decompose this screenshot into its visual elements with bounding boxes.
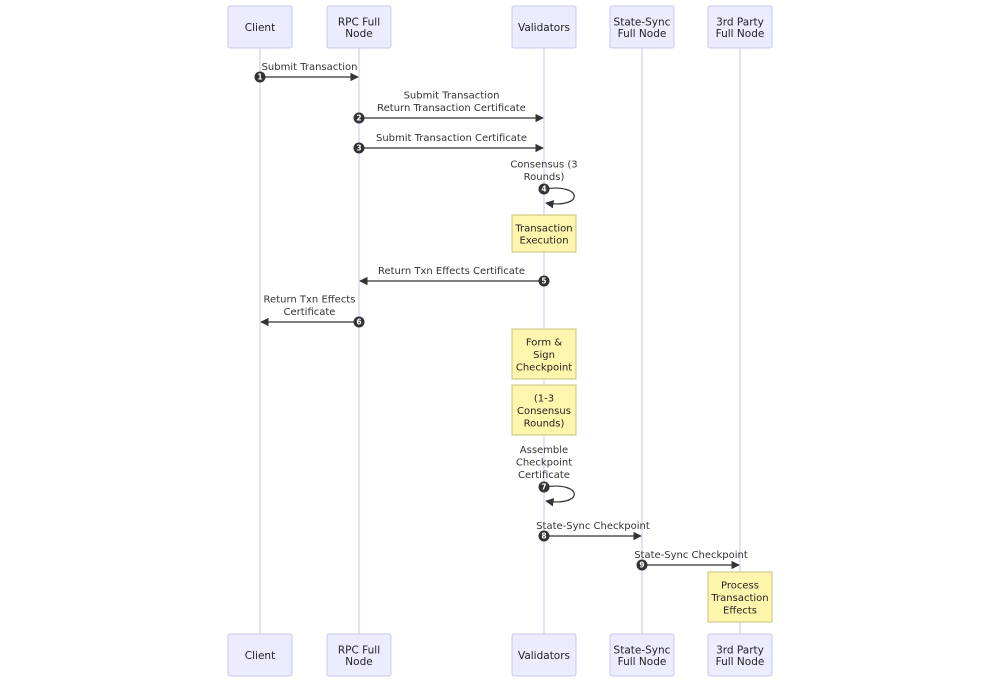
actor-box [511,633,577,677]
note-label: Sign [533,350,555,361]
message-label: Consensus (3 [510,160,577,171]
actor-label: 3rd Party [716,16,764,28]
actor-box [227,633,293,677]
actor-label: 3rd Party [716,644,764,656]
actor-validators-bottom: Validators [511,633,577,677]
note-label: Checkpoint [516,362,572,373]
actor-label: Full Node [618,28,667,40]
actor-label: State-Sync [614,644,671,656]
actor-box [609,633,675,677]
actor-client-top: Client [227,5,293,49]
sequence-number-badge [636,559,648,571]
sequence-number-badge [538,530,550,542]
actor-box [227,5,293,49]
sequence-number-badge [254,71,266,83]
message-label: Assemble [520,445,568,456]
actor-label: Full Node [716,656,765,668]
note-box [511,214,577,253]
actor-label: Client [245,22,275,34]
sequence-number: 5 [541,277,546,286]
note-label: (1-3 [534,394,554,405]
actor-label: RPC Full [338,644,380,656]
actor-box [511,5,577,49]
note-label: Effects [723,605,757,616]
actor-box [326,5,392,49]
note-label: Transaction [514,223,572,234]
note-label: Execution [519,236,568,247]
sequence-number: 4 [541,185,546,194]
sequence-number: 8 [541,532,546,541]
sequence-number: 1 [257,73,262,82]
note-box [707,571,773,623]
actor-box [326,633,392,677]
actor-label: Full Node [618,656,667,668]
message-label: Return Txn Effects Certificate [378,266,525,277]
actor-label: Client [245,650,275,662]
note-box [511,384,577,436]
actor-box [707,633,773,677]
message-label: Submit Transaction [262,62,358,73]
message-label: State-Sync Checkpoint [634,550,748,561]
sequence-number: 9 [639,561,644,570]
actor-validators-top: Validators [511,5,577,49]
message-label: Certificate [284,307,336,318]
sequence-number: 6 [356,318,361,327]
self-message-arrow [543,187,575,209]
sequence-number-badge [353,112,365,124]
note-box [511,328,577,380]
sequence-number: 7 [541,483,546,492]
actor-label: State-Sync [614,16,671,28]
actor-label: Validators [518,22,570,34]
message-label: Return Transaction Certificate [377,103,526,114]
actor-box [609,5,675,49]
actor-box [707,5,773,49]
sequence-number-badge [353,316,365,328]
note-label: Form & [526,338,562,349]
sequence-number-badge [538,275,550,287]
sequence-number: 3 [356,144,361,153]
actor-label: Node [345,28,372,40]
message-label: Return Txn Effects [264,295,356,306]
sequence-number-badge [538,183,550,195]
message-5: Return Txn Effects Certificate 5 [359,266,550,287]
note-label: Consensus [517,406,571,417]
sequence-number: 2 [356,114,361,123]
message-label: State-Sync Checkpoint [536,521,650,532]
self-message-arrow [543,485,575,507]
message-3: Submit Transaction Certificate 3 [353,133,544,154]
actor-label: RPC Full [338,16,380,28]
message-label: Certificate [518,470,570,481]
sequence-number-badge [538,481,550,493]
actor-label: Validators [518,650,570,662]
message-label: Rounds) [524,172,565,183]
note-label: Process [721,581,759,592]
actor-client-bottom: Client [227,633,293,677]
note-label: Rounds) [524,418,565,429]
actor-label: Node [345,656,372,668]
message-label: Submit Transaction Certificate [376,133,527,144]
message-label: Submit Transaction [404,91,500,102]
actor-label: Full Node [716,28,765,40]
sequence-number-badge [353,142,365,154]
message-label: Checkpoint [516,458,572,469]
note-label: Transaction [710,593,768,604]
